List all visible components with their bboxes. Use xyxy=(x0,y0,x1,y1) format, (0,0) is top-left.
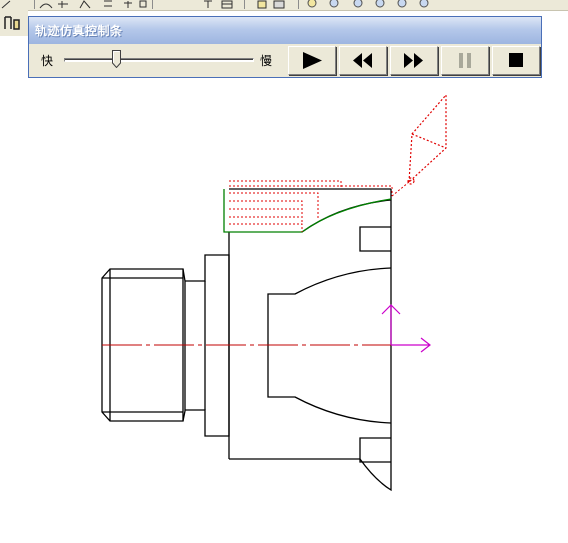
side-toolbar xyxy=(0,10,28,36)
finished-profile xyxy=(223,189,392,233)
trajectory-simulation-bar: 轨迹仿真控制条 快 慢 xyxy=(28,16,542,78)
chamfer-tool-icon xyxy=(79,0,91,9)
lathe-tool-icon[interactable] xyxy=(2,14,22,32)
toolbar-separators xyxy=(34,0,299,9)
zoom-out-icon xyxy=(353,0,363,8)
stop-button[interactable] xyxy=(492,46,540,75)
main-body xyxy=(228,189,392,492)
trim-tool-icon xyxy=(58,1,68,8)
mirror-tool-icon xyxy=(124,1,132,8)
sim-titlebar[interactable]: 轨迹仿真控制条 xyxy=(29,17,541,44)
sim-window-title: 轨迹仿真控制条 xyxy=(35,24,123,38)
x-axis-arrow xyxy=(391,337,431,353)
rewind-button[interactable] xyxy=(339,46,387,75)
zoom-in-icon xyxy=(329,0,339,8)
zoom-icons xyxy=(307,0,429,8)
bottom-groove xyxy=(359,437,391,463)
thread-right-edge xyxy=(182,268,186,422)
speed-slider-thumb[interactable] xyxy=(112,50,122,68)
zoom-window-icon xyxy=(257,0,267,9)
stop-icon xyxy=(509,53,523,67)
pause-button[interactable] xyxy=(441,46,489,75)
rewind-icon xyxy=(353,53,372,68)
arc-tool-icon xyxy=(39,3,53,9)
pause-icon xyxy=(459,53,471,68)
z-axis-arrow xyxy=(381,304,401,345)
line-tool-icon xyxy=(1,0,11,9)
copy-tool-icon xyxy=(139,0,147,8)
play-button[interactable] xyxy=(288,46,336,75)
fast-forward-icon xyxy=(404,53,423,68)
fast-forward-button[interactable] xyxy=(390,46,438,75)
zoom-icon xyxy=(307,0,317,8)
tool-path xyxy=(229,180,410,232)
cad-drawing-canvas[interactable] xyxy=(0,78,568,543)
offset-tool-icon xyxy=(104,0,112,7)
part-outline xyxy=(101,188,392,492)
speed-slow-label: 慢 xyxy=(260,54,273,68)
table-tool-icon xyxy=(221,0,233,9)
play-icon xyxy=(303,52,322,69)
zoom-previous-icon xyxy=(397,0,407,8)
text-tool-icon xyxy=(204,0,212,8)
zoom-all-icon xyxy=(375,0,385,8)
pan-icon xyxy=(419,0,429,8)
main-toolbar xyxy=(0,0,568,11)
cutting-tool xyxy=(407,93,447,185)
redraw-icon xyxy=(273,0,285,9)
top-groove xyxy=(359,226,391,252)
speed-slider-track[interactable] xyxy=(64,58,254,62)
coordinate-axis xyxy=(381,304,431,353)
speed-fast-label: 快 xyxy=(41,54,54,68)
toolbar-icons xyxy=(1,0,285,9)
